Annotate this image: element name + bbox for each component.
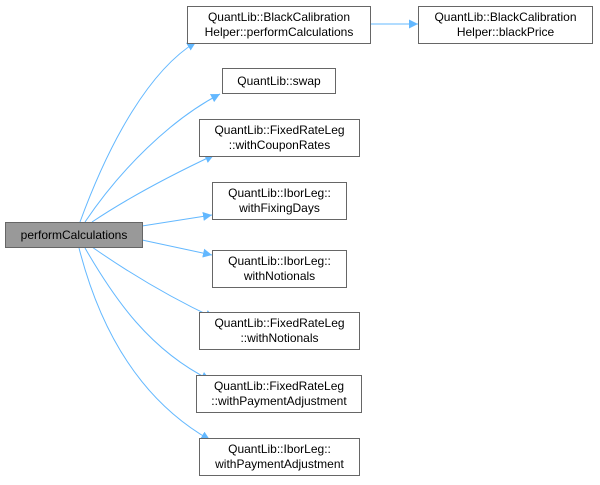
node-ibor-leg-with-notionals[interactable]: QuantLib::IborLeg:: withNotionals xyxy=(212,250,347,288)
node-label-line: QuantLib::IborLeg:: xyxy=(228,254,331,268)
edge-root-to-black-calibration-helper-perform-calculations xyxy=(79,41,197,223)
node-fixed-rate-leg-with-notionals[interactable]: QuantLib::FixedRateLeg ::withNotionals xyxy=(199,312,360,350)
node-black-calibration-helper-perform-calculations[interactable]: QuantLib::BlackCalibration Helper::perfo… xyxy=(187,6,371,44)
node-label-line: QuantLib::BlackCalibration xyxy=(434,10,577,24)
node-label-line: QuantLib::BlackCalibration xyxy=(207,10,351,24)
node-ibor-leg-with-payment-adjustment[interactable]: QuantLib::IborLeg:: withPaymentAdjustmen… xyxy=(199,438,360,476)
node-ibor-leg-with-fixing-days[interactable]: QuantLib::IborLeg:: withFixingDays xyxy=(212,182,347,220)
node-label-line: QuantLib::IborLeg:: xyxy=(228,442,331,456)
edge-root-to-fixed-rate-leg-with-payment-adjustment xyxy=(84,247,211,381)
node-label-line: ::withPaymentAdjustment xyxy=(211,394,347,408)
edge-root-to-swap xyxy=(84,93,221,223)
node-fixed-rate-leg-with-payment-adjustment[interactable]: QuantLib::FixedRateLeg ::withPaymentAdju… xyxy=(196,375,362,413)
node-label-line: performCalculations xyxy=(20,227,128,242)
node-label-line: ::withNotionals xyxy=(240,331,319,345)
node-fixed-rate-leg-with-coupon-rates[interactable]: QuantLib::FixedRateLeg ::withCouponRates xyxy=(199,119,360,157)
node-label-line: withFixingDays xyxy=(239,201,320,215)
node-label-line: QuantLib::swap xyxy=(237,73,321,88)
edge-root-to-ibor-leg-with-payment-adjustment xyxy=(78,247,211,441)
root-node-perform-calculations: performCalculations xyxy=(5,222,143,248)
edge-root-to-ibor-leg-with-fixing-days xyxy=(141,211,213,227)
node-label-line: Helper::performCalculations xyxy=(204,25,354,39)
node-label-line: QuantLib::IborLeg:: xyxy=(228,186,331,200)
node-label-line: QuantLib::FixedRateLeg xyxy=(214,316,345,330)
node-label-line: withPaymentAdjustment xyxy=(215,457,344,471)
edge-root-to-fixed-rate-leg-with-notionals xyxy=(91,246,215,319)
node-label-line: withNotionals xyxy=(243,269,316,283)
node-swap[interactable]: QuantLib::swap xyxy=(222,68,336,94)
edge-root-to-ibor-leg-with-notionals xyxy=(141,239,213,258)
node-label-line: QuantLib::FixedRateLeg xyxy=(214,123,345,137)
edge-root-to-fixed-rate-leg-with-coupon-rates xyxy=(91,154,215,223)
node-label-line: QuantLib::FixedRateLeg xyxy=(213,379,345,393)
node-label-line: ::withCouponRates xyxy=(228,138,331,152)
node-label-line: Helper::blackPrice xyxy=(456,25,555,39)
node-black-calibration-helper-black-price[interactable]: QuantLib::BlackCalibration Helper::black… xyxy=(418,6,593,44)
